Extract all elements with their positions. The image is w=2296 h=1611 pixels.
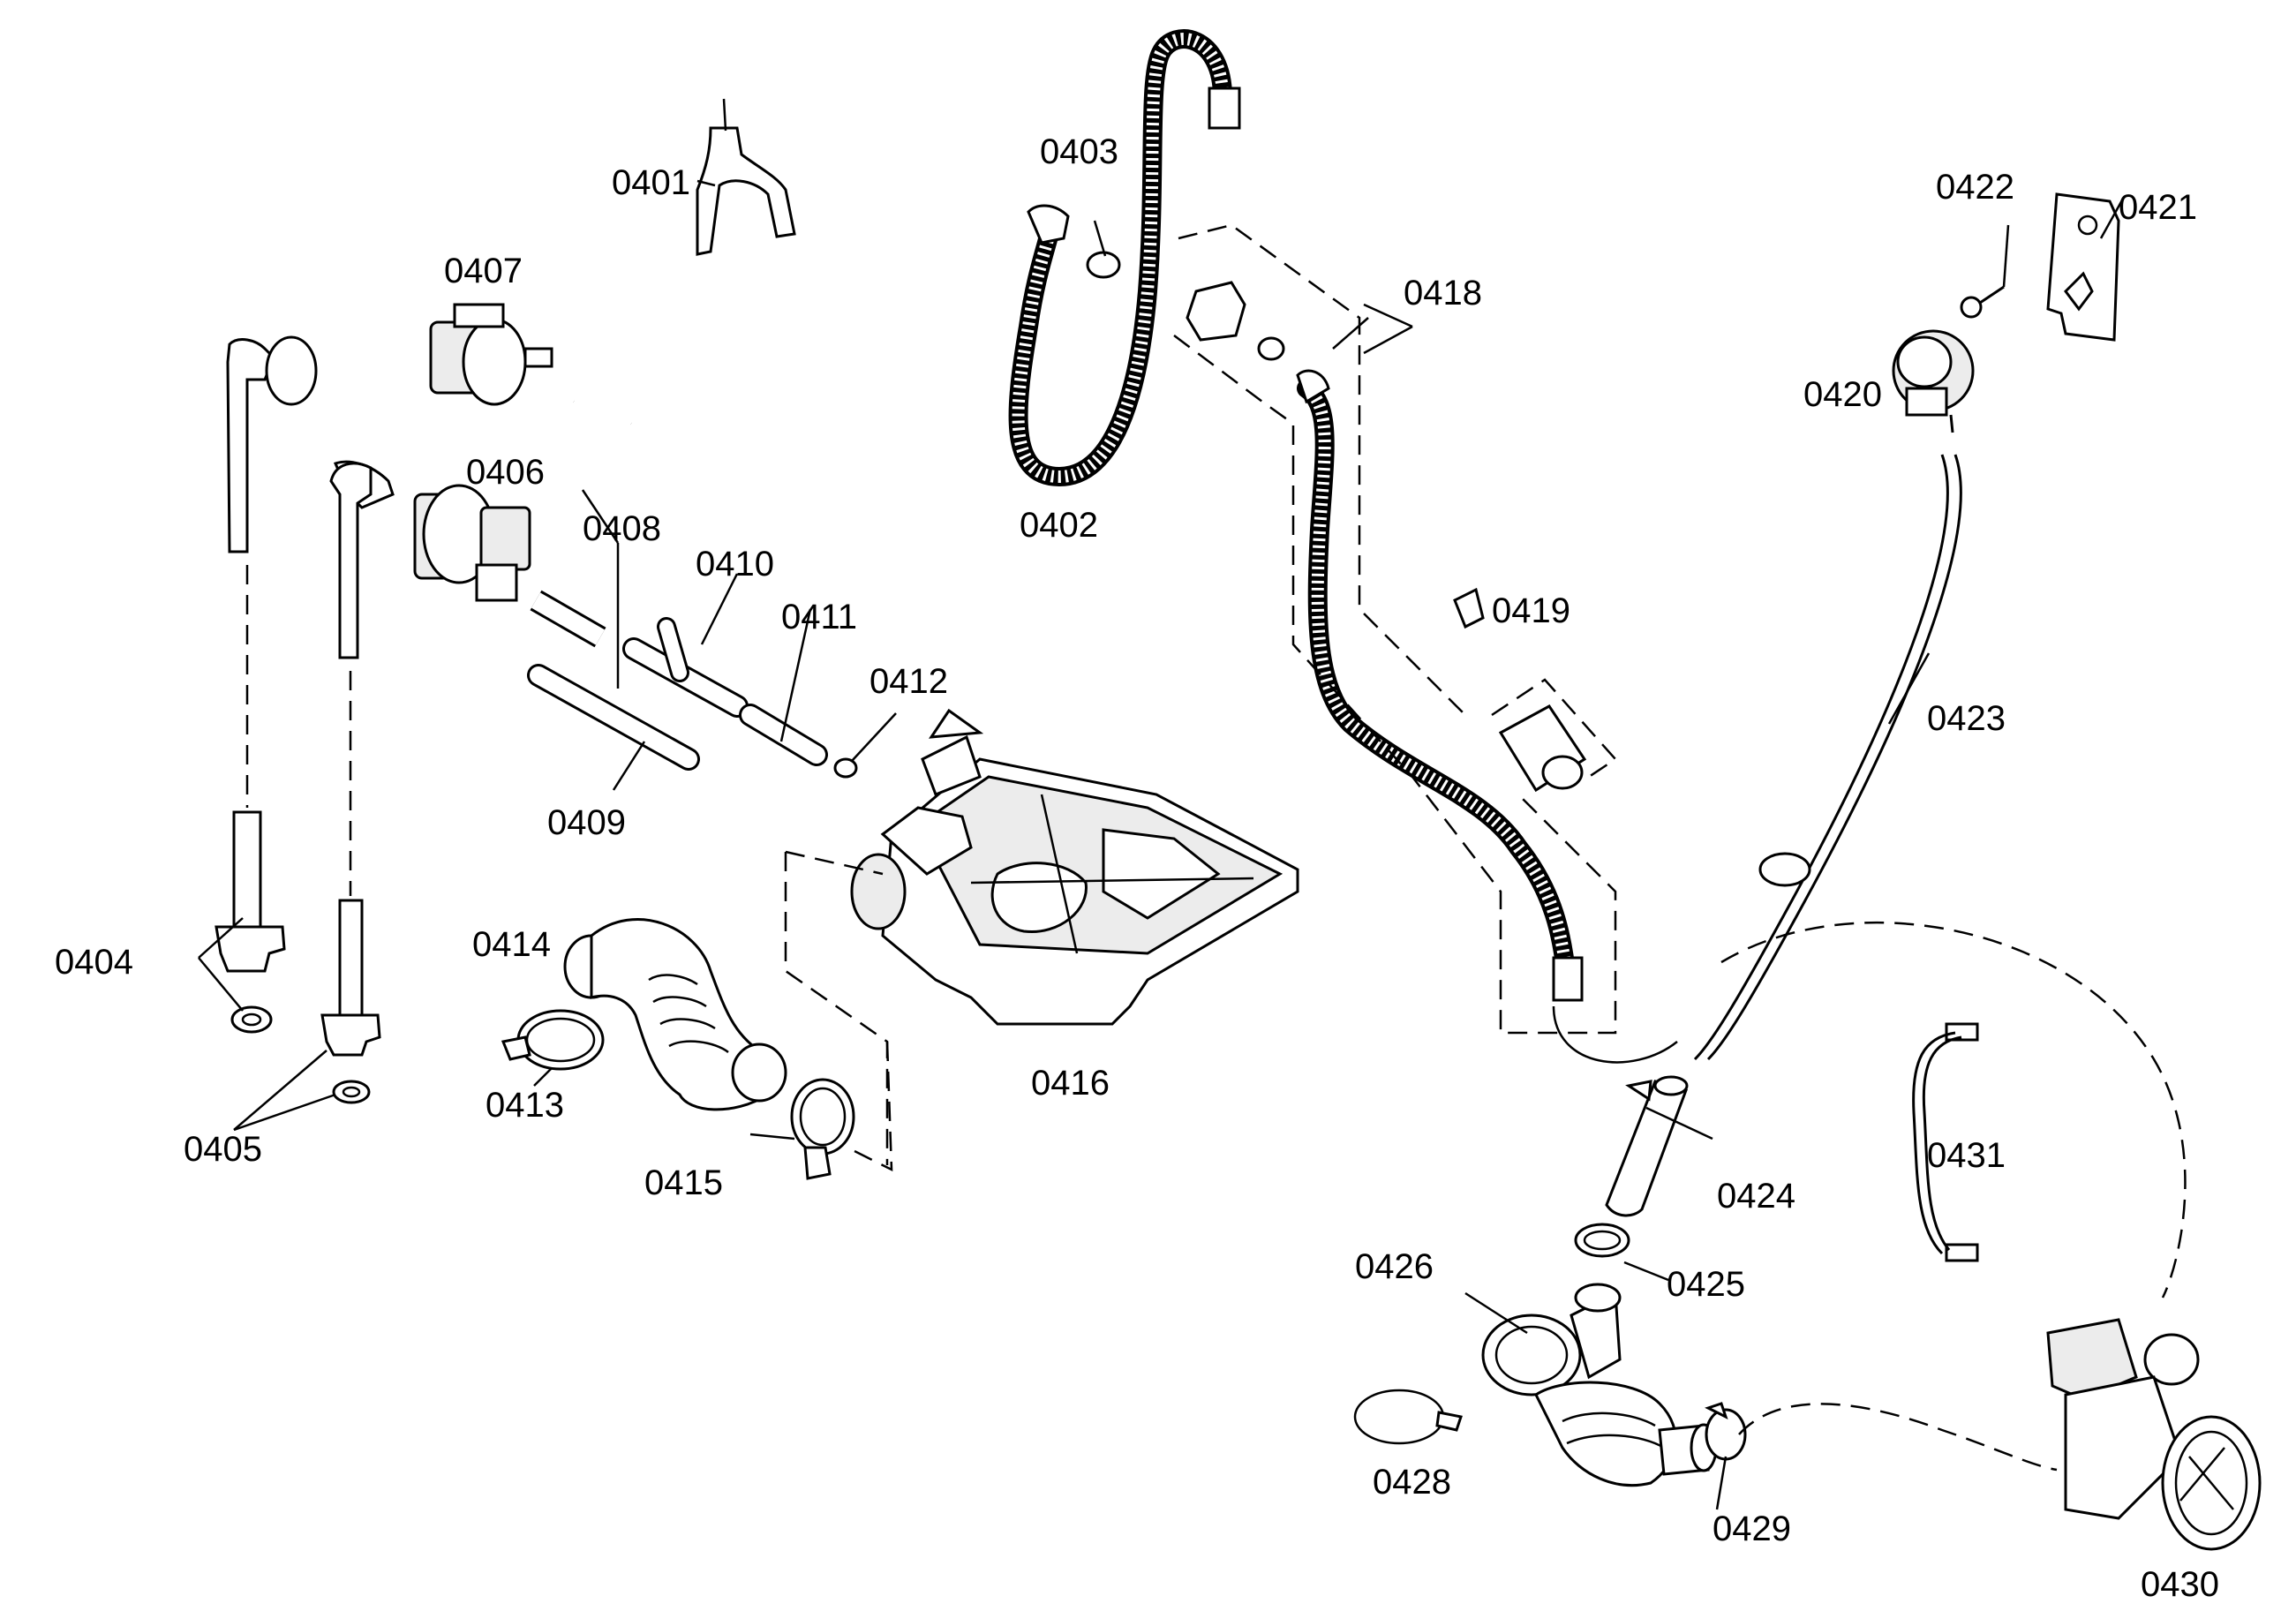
label-0419: 0419: [1492, 591, 1570, 630]
label-0404: 0404: [55, 943, 133, 982]
label-0414: 0414: [472, 925, 551, 964]
part-0422-screw: [1960, 285, 2005, 319]
part-0406-double-valve: [333, 460, 531, 602]
part-0403-clip: [1086, 251, 1121, 279]
label-0425: 0425: [1667, 1265, 1745, 1304]
label-0407: 0407: [444, 252, 523, 290]
label-0402: 0402: [1020, 506, 1098, 545]
label-0412: 0412: [869, 662, 948, 701]
part-0405-fill-pipe: [320, 462, 381, 1104]
part-0402-inlet-hose: [1008, 29, 1241, 487]
part-0431-wire-harness: [1912, 1022, 1979, 1262]
part-0424-air-chamber: [1605, 1075, 1689, 1217]
part-0409-hose: [527, 664, 700, 771]
part-0404-fill-pipe: [215, 335, 318, 1034]
label-0411: 0411: [781, 598, 857, 636]
label-0405: 0405: [184, 1130, 262, 1169]
part-0426-sump-hose: [1481, 1283, 1718, 1487]
part-labels: 0401 0402 0403 0404 0405 0406 0407 0408 …: [55, 132, 2219, 1604]
label-0409: 0409: [547, 803, 626, 842]
label-0418: 0418: [1404, 274, 1482, 312]
part-0412-clip: [833, 757, 858, 779]
part-0430-drain-pump: [2046, 1318, 2262, 1551]
leader-lines: [198, 179, 2125, 1510]
label-0406: 0406: [466, 453, 545, 492]
label-0403: 0403: [1040, 132, 1118, 171]
part-0408-hoses: [530, 395, 634, 648]
part-0414-bellows-hose: [563, 918, 787, 1111]
label-0430: 0430: [2141, 1565, 2219, 1604]
part-0419-sleeve: [1498, 704, 1587, 793]
label-0428: 0428: [1373, 1463, 1451, 1502]
part-0420-pressure-switch: [1892, 329, 1975, 433]
label-0410: 0410: [696, 545, 774, 583]
label-0426: 0426: [1355, 1247, 1434, 1286]
label-0416: 0416: [1031, 1064, 1110, 1103]
part-0425-clamp: [1574, 1223, 1630, 1258]
label-0415: 0415: [644, 1163, 723, 1202]
label-0401: 0401: [612, 163, 690, 202]
label-0413: 0413: [486, 1086, 564, 1125]
part-0418-drain-hose: [1173, 223, 1678, 1064]
label-0408: 0408: [583, 509, 661, 548]
part-0421-bracket: [2046, 192, 2120, 342]
label-0422: 0422: [1936, 168, 2014, 207]
part-0428-ring: [1353, 1389, 1463, 1445]
part-0413-clamp: [501, 1009, 605, 1071]
label-0424: 0424: [1717, 1177, 1795, 1216]
part-0415-clamp: [790, 1078, 855, 1180]
label-0431: 0431: [1927, 1136, 2006, 1175]
part-0407-inlet-valve: [429, 303, 553, 406]
part-0410-y-connector: [622, 617, 749, 718]
part-0423-pressure-tube: [1693, 454, 1962, 1061]
label-0429: 0429: [1713, 1509, 1791, 1548]
part-0416-dispenser-housing: [784, 708, 1299, 1172]
label-0423: 0423: [1927, 699, 2006, 738]
label-0420: 0420: [1803, 375, 1882, 414]
part-0429-clamp: [1705, 1402, 1747, 1461]
label-0421: 0421: [2119, 188, 2197, 227]
part-0401-y-bracket: [696, 98, 796, 256]
dashed-assembly-guides: [1720, 922, 2187, 1472]
part-0419-clip: [1453, 587, 1485, 629]
